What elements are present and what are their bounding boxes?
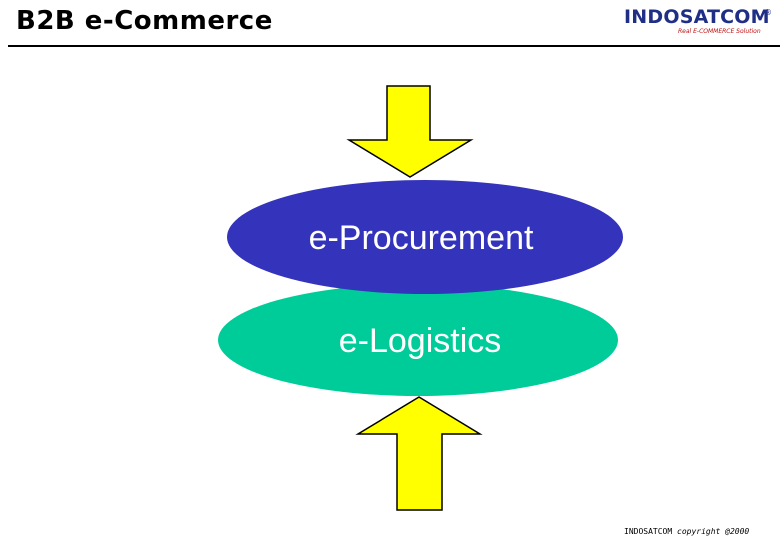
e-logistics-ellipse — [218, 284, 618, 396]
copyright-footer: INDOSATCOM copyright @2000 — [624, 527, 749, 536]
e-logistics-label: e-Logistics — [339, 322, 502, 360]
indosatcom-logo: INDOSATCOM ® Real E-COMMERCE Solution — [620, 4, 780, 42]
arrow-up-icon — [355, 396, 483, 511]
e-procurement-label: e-Procurement — [309, 219, 534, 257]
copyright-text: copyright @2000 — [677, 527, 750, 536]
logo-registered-mark: ® — [764, 8, 772, 17]
slide-title: B2B e-Commerce — [16, 6, 273, 36]
logo-brand-text: INDOSATCOM — [624, 6, 770, 28]
arrow-down-icon — [346, 85, 474, 178]
e-procurement-ellipse — [227, 180, 623, 294]
title-divider — [8, 45, 780, 47]
logo-tagline: Real E-COMMERCE Solution — [678, 28, 761, 35]
copyright-company: INDOSATCOM — [624, 527, 673, 536]
